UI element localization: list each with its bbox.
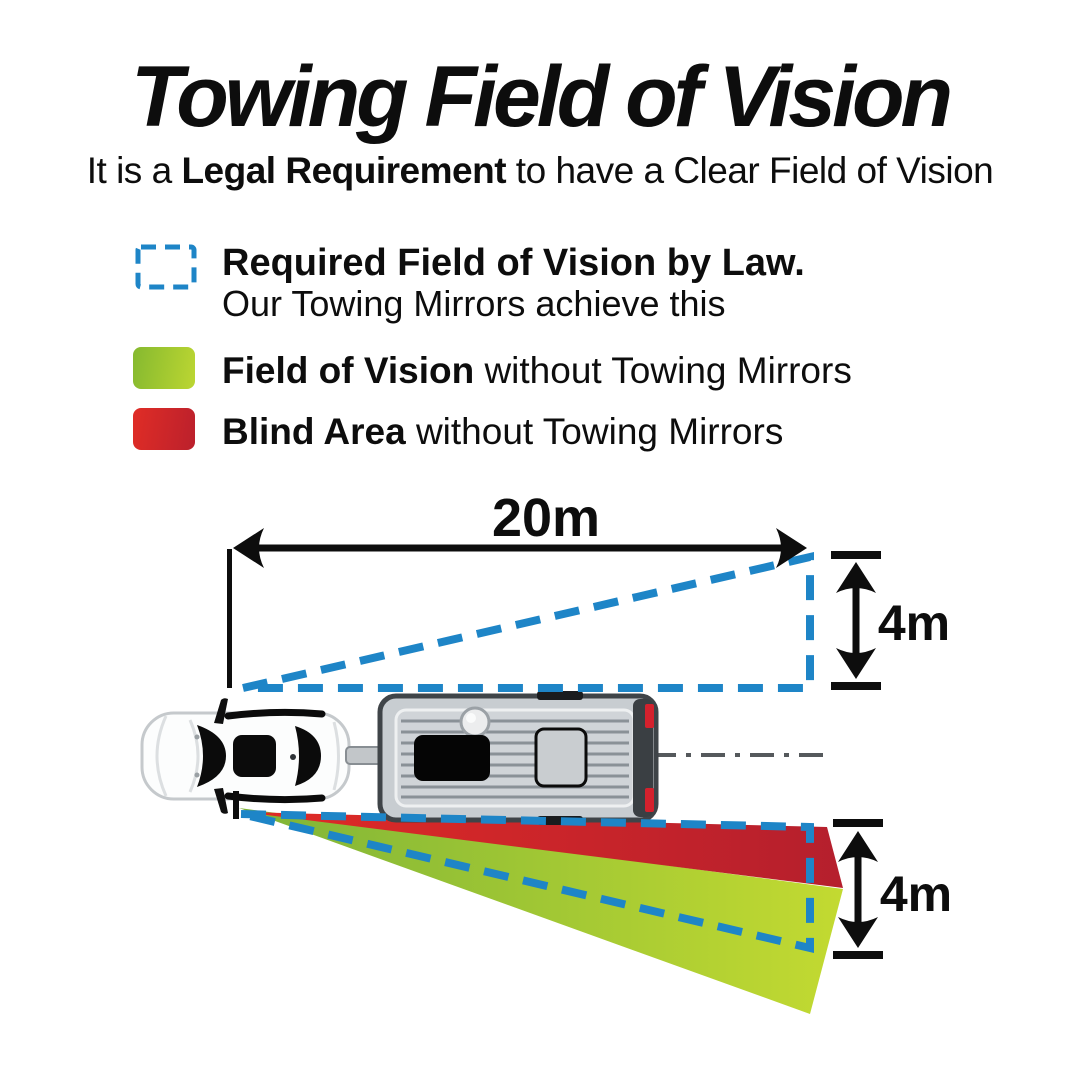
subtitle-prefix: It is a — [86, 150, 182, 191]
caravan-roof-vent-icon — [459, 706, 491, 738]
caravan-marker-light-bottom — [645, 788, 654, 812]
car-door-handle-dot — [290, 754, 296, 760]
dimension-4m-top-label: 4m — [878, 595, 950, 651]
tbar-bottom-upper — [833, 819, 883, 827]
dashed-rect-swatch-icon — [135, 244, 197, 290]
car-top-view — [140, 698, 351, 814]
caravan-roof-vent-highlight — [466, 713, 476, 723]
car-rear-window — [295, 726, 321, 786]
car-hood-dot-1 — [194, 734, 200, 740]
caravan-roof-ribs — [401, 719, 629, 799]
car-sunroof — [233, 735, 276, 777]
dimension-20m-label: 20m — [492, 488, 600, 548]
caravan-skylight — [534, 727, 588, 788]
car-rear-deck-line — [332, 721, 340, 791]
required-field-lower-outline — [240, 810, 814, 954]
caravan-top-view — [345, 691, 659, 825]
caravan-front-hatch — [414, 735, 490, 781]
required-field-upper-outline — [242, 551, 814, 692]
legend-field-bold: Field of Vision — [222, 350, 475, 391]
legend-field-rest: without Towing Mirrors — [474, 350, 852, 391]
legend-required-subtitle: Our Towing Mirrors achieve this — [222, 283, 726, 324]
blind-area-wedge — [243, 812, 843, 888]
page-title: Towing Field of Vision — [130, 49, 953, 145]
dimension-4m-top: 4m — [831, 551, 950, 690]
caravan-rear-bumper — [633, 699, 653, 817]
dimension-4m-bottom-label: 4m — [880, 866, 952, 922]
green-swatch-icon — [133, 347, 195, 389]
field-of-vision-wedge — [239, 808, 843, 1014]
subtitle-bold: Legal Requirement — [181, 150, 507, 191]
legend-blind-rest: without Towing Mirrors — [405, 411, 784, 452]
legend: Required Field of Vision by Law. Our Tow… — [133, 240, 1003, 460]
dimension-20m: 20m — [227, 488, 807, 819]
car-hood-line — [188, 719, 200, 793]
tbar-top-upper — [831, 551, 881, 559]
tbar-top-lower — [831, 682, 881, 690]
towing-diagram: 20m 4m 4m — [140, 488, 952, 1014]
legend-blind-text: Blind Area without Towing Mirrors — [222, 411, 783, 453]
caravan-awning-rail-top — [537, 691, 583, 700]
red-swatch-icon — [133, 408, 195, 450]
legend-required-title: Required Field of Vision by Law. — [222, 242, 805, 284]
extension-line-mirror — [233, 791, 239, 819]
car-mirror-top — [214, 698, 228, 724]
legend-blind-bold: Blind Area — [222, 411, 406, 452]
legend-required-text: Required Field of Vision by Law. Our Tow… — [222, 242, 805, 324]
car-mirror-bottom — [214, 788, 228, 814]
page-subtitle: It is a Legal Requirement to have a Clea… — [0, 150, 1080, 192]
dashed-swatch-outline — [135, 244, 197, 290]
subtitle-suffix: to have a Clear Field of Vision — [506, 150, 994, 191]
car-side-window-top — [224, 708, 326, 720]
caravan-marker-light-top — [645, 704, 654, 728]
car-hood-dot-2 — [194, 772, 200, 778]
dimension-4m-bottom: 4m — [833, 819, 952, 959]
extension-line-left — [227, 549, 232, 688]
car-front-bumper-line — [155, 715, 168, 797]
car-windshield — [197, 725, 226, 787]
tbar-bottom-lower — [833, 951, 883, 959]
legend-field-text: Field of Vision without Towing Mirrors — [222, 350, 852, 392]
car-side-window-bottom — [224, 792, 326, 804]
